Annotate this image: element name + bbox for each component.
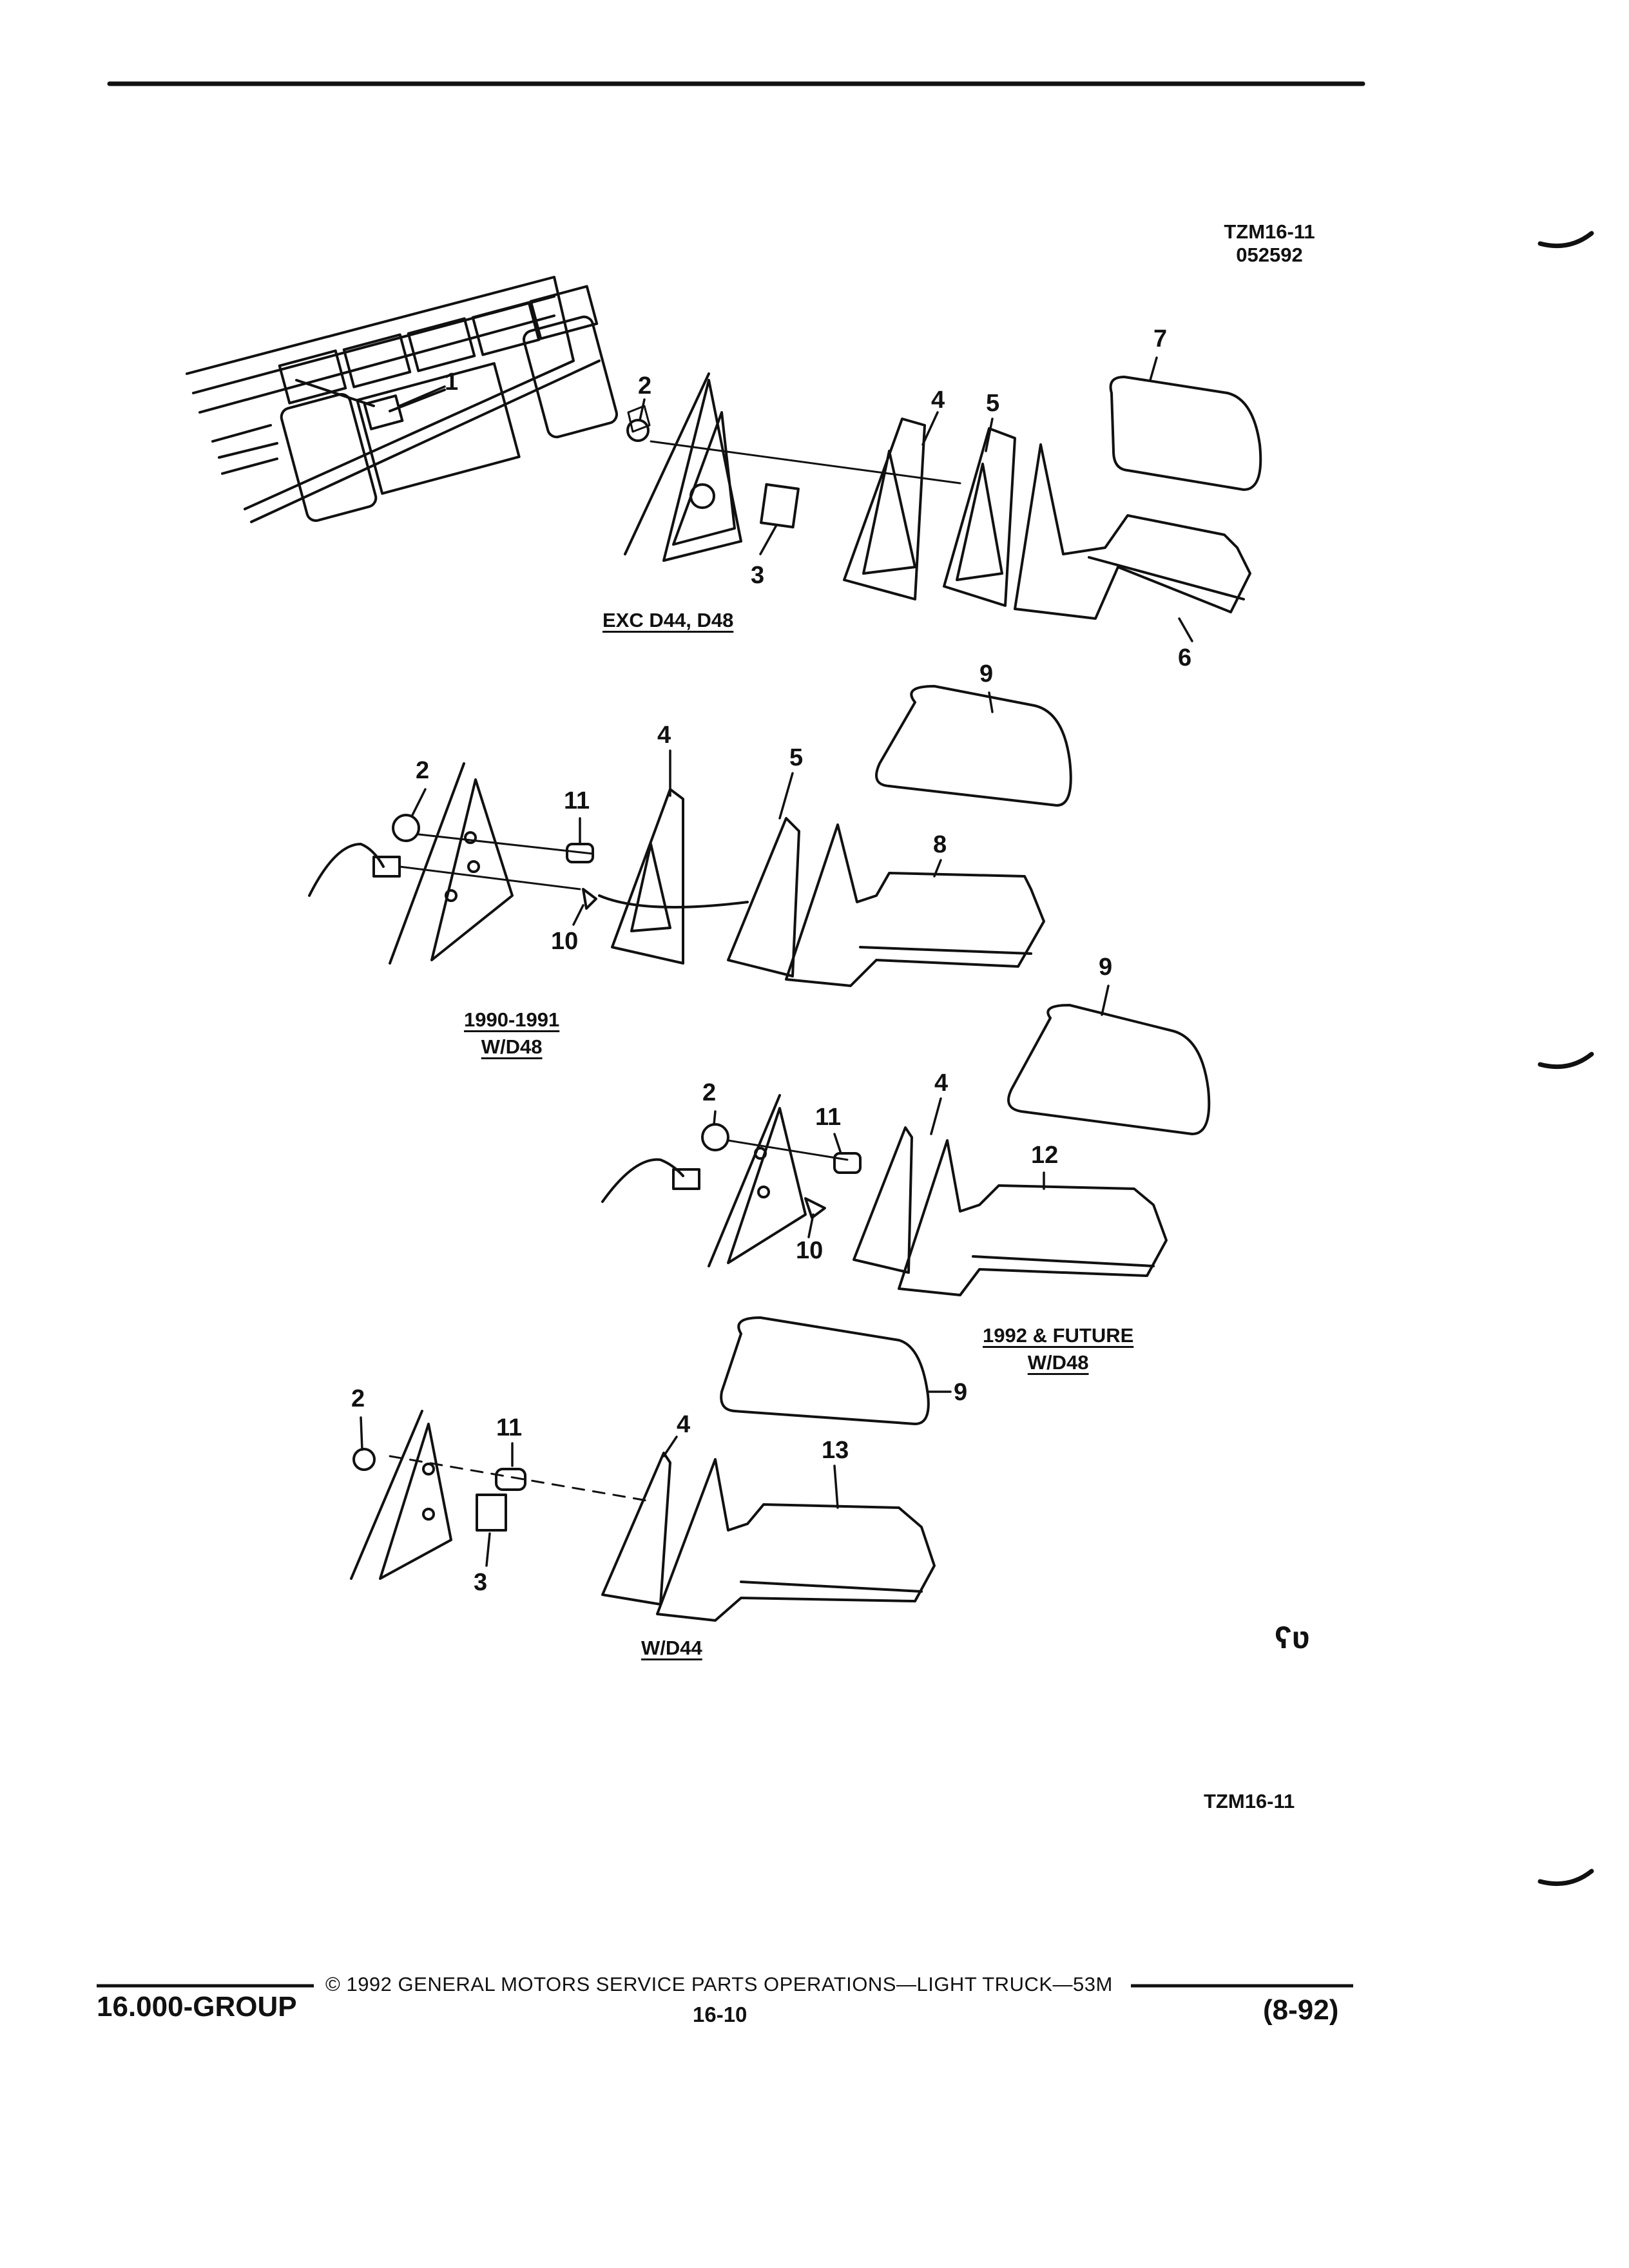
callout-7: 7: [1153, 325, 1168, 352]
callout-8: 8: [933, 831, 947, 858]
callout-12: 12: [1031, 1142, 1059, 1169]
mirror-assembly-w-d44: [350, 1316, 936, 1622]
pad-3: [476, 1494, 507, 1532]
gasket-5: [943, 427, 1016, 607]
logo-mark: ʕʋ: [1275, 1621, 1310, 1655]
callout-10: 10: [551, 928, 579, 955]
wire-harness: [308, 843, 385, 897]
binder-mark: [1537, 1869, 1594, 1887]
callout-4: 4: [677, 1411, 691, 1438]
callout-2: 2: [702, 1079, 717, 1106]
nut-2: [392, 814, 420, 842]
mirror-13: [656, 1458, 936, 1622]
caption-1992-future: 1992 & FUTURE W/D48: [983, 1324, 1133, 1374]
binder-mark: [1537, 231, 1594, 249]
callout-2: 2: [416, 757, 430, 784]
gasket-4: [611, 788, 684, 965]
mirror-assembly-1990-1991: [308, 685, 1072, 987]
caption-w-d44: W/D44: [641, 1637, 702, 1659]
glass-7: [1109, 376, 1262, 491]
caption-line-1: 1992 & FUTURE: [983, 1324, 1134, 1347]
callout-2: 2: [638, 372, 652, 399]
mirror-assembly-1992-future: [601, 1004, 1211, 1296]
diagram-ref-code: TZM16-11 052592: [1211, 220, 1327, 267]
screw-11: [495, 1468, 526, 1491]
mirror-8: [785, 823, 1045, 987]
callout-9: 9: [954, 1379, 968, 1406]
bottom-ref-code: TZM16-11: [1204, 1790, 1295, 1812]
caption-1990-1991: 1990-1991 W/D48: [464, 1008, 559, 1059]
callout-11: 11: [564, 787, 590, 814]
caption-line-1: 1990-1991: [464, 1008, 560, 1031]
gasket-4: [853, 1126, 913, 1274]
nut-2: [701, 1123, 729, 1151]
glass-9: [875, 685, 1072, 807]
ref-date: 052592: [1236, 244, 1303, 266]
callout-11: 11: [496, 1414, 523, 1441]
callout-3: 3: [474, 1569, 488, 1596]
caption-line-2: W/D48: [1027, 1351, 1089, 1374]
caption-exc-d44-d48: EXC D44, D48: [602, 609, 734, 631]
ref-code: TZM16-11: [1224, 220, 1315, 243]
callout-10: 10: [796, 1237, 824, 1264]
mirror-12: [898, 1139, 1168, 1296]
callout-1: 1: [445, 369, 459, 396]
callout-4: 4: [934, 1070, 949, 1097]
pad-3: [760, 483, 800, 529]
gasket-4: [601, 1452, 671, 1606]
gasket-5: [727, 817, 800, 977]
glass-9: [1007, 1004, 1211, 1135]
footer-copyright: © 1992 GENERAL MOTORS SERVICE PARTS OPER…: [325, 1973, 1113, 1995]
footer-edition: (8-92): [1263, 1994, 1339, 2026]
nut-2: [352, 1448, 376, 1471]
callout-5: 5: [986, 390, 1000, 417]
door-panel: [624, 372, 710, 555]
glass-9: [720, 1316, 930, 1425]
mirror-6: [1014, 443, 1251, 620]
bolt-line: [650, 440, 961, 485]
callout-6: 6: [1178, 644, 1192, 671]
callout-5: 5: [789, 744, 804, 771]
caption-line-2: W/D48: [481, 1035, 543, 1058]
dashboard-illustration: [186, 276, 618, 523]
callout-2: 2: [351, 1385, 365, 1412]
callout-13: 13: [822, 1437, 849, 1464]
binder-mark: [1537, 1052, 1594, 1070]
callout-3: 3: [751, 562, 765, 589]
callout-9: 9: [979, 660, 994, 687]
footer-group: 16.000-GROUP: [97, 1991, 297, 2023]
callout-4: 4: [657, 722, 671, 749]
gasket-4: [843, 418, 926, 601]
callout-4: 4: [931, 387, 945, 414]
callout-9: 9: [1099, 954, 1113, 981]
leader-lines: [360, 356, 1193, 1567]
screw-11: [833, 1152, 862, 1174]
callout-11: 11: [815, 1104, 842, 1131]
footer-page-number: 16-10: [693, 2003, 747, 2026]
